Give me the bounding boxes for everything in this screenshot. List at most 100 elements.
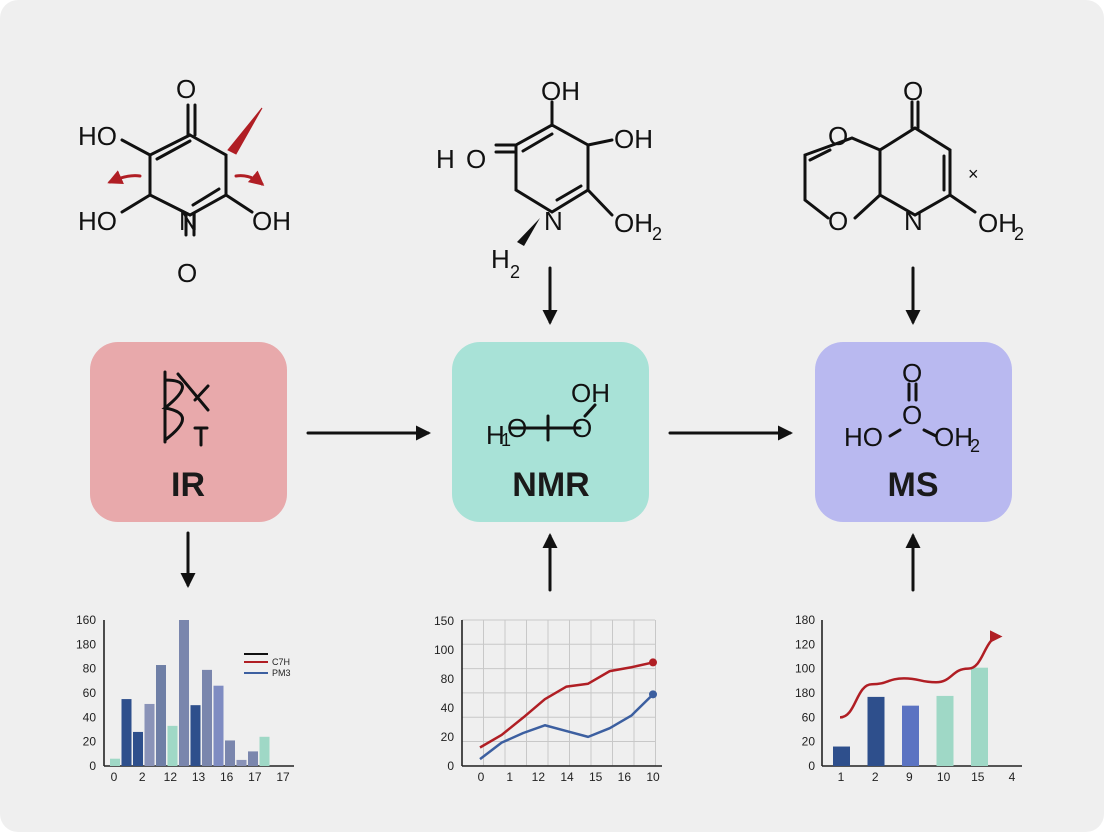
mol-middle-label: OH [614, 208, 653, 238]
x-tick-label: 10 [937, 770, 951, 784]
x-tick-label: 16 [220, 770, 234, 784]
nmr-formula: O [507, 413, 527, 443]
bar [213, 685, 224, 766]
y-tick-label: 60 [802, 710, 816, 724]
y-tick-label: 40 [441, 701, 455, 715]
mol-right-label: 2 [1014, 224, 1024, 244]
x-tick-label: 9 [906, 770, 913, 784]
series-end-point [649, 658, 657, 667]
nmr-formula: 1 [501, 430, 511, 450]
bar [936, 695, 954, 766]
ms-formula: HO [844, 422, 883, 452]
mol-right-label: O [828, 121, 848, 151]
legend-label: C7H [272, 657, 290, 667]
bar [121, 699, 132, 766]
x-tick-label: 14 [560, 770, 574, 784]
mol-middle-label: H [491, 244, 510, 274]
x-tick-label: 1 [838, 770, 845, 784]
y-tick-label: 100 [434, 643, 454, 657]
y-tick-label: 150 [434, 614, 454, 628]
mol-middle-label: O [466, 144, 486, 174]
bar [144, 703, 155, 766]
y-tick-label: 120 [795, 637, 815, 651]
mol-left-label: O [177, 258, 197, 288]
bar [110, 758, 120, 766]
ms-formula: OH [934, 422, 973, 452]
mol-left-label: HO [78, 121, 117, 151]
y-tick-label: 180 [795, 613, 815, 627]
x-tick-label: 0 [478, 770, 485, 784]
bar [248, 751, 258, 766]
y-tick-label: 80 [441, 672, 455, 686]
mol-middle-label: OH [541, 76, 580, 106]
nmr-formula: H [486, 420, 505, 450]
x-tick-label: 17 [248, 770, 262, 784]
bar [259, 736, 270, 766]
mol-right-label: O [828, 206, 848, 236]
y-tick-label: 20 [83, 735, 97, 749]
x-tick-label: 12 [164, 770, 178, 784]
nmr-formula: O [572, 413, 592, 443]
y-tick-label: 80 [83, 662, 97, 676]
y-tick-label: 0 [89, 759, 96, 773]
nmr-box: OH H 1 O O NMR [452, 342, 649, 522]
mol-right-label: OH [978, 208, 1017, 238]
x-tick-label: 17 [276, 770, 290, 784]
ms-formula: 2 [970, 436, 980, 456]
x-tick-label: 0 [111, 770, 118, 784]
bar [202, 669, 212, 766]
bar [971, 667, 988, 766]
y-tick-label: 180 [795, 686, 815, 700]
molecule-left: O HO HO N OH O [78, 74, 291, 288]
mol-left-label: OH [252, 206, 291, 236]
y-tick-label: 40 [83, 710, 97, 724]
x-tick-label: 12 [532, 770, 546, 784]
nmr-formula: OH [571, 378, 610, 408]
legend-label: PM3 [272, 668, 291, 678]
x-tick-label: 10 [646, 770, 660, 784]
mol-middle-label: 2 [510, 262, 520, 282]
mol-middle-label: 2 [652, 224, 662, 244]
molecule-middle: OH H O OH N OH 2 H 2 [436, 76, 662, 282]
bar [867, 696, 885, 766]
x-tick-label: 2 [139, 770, 146, 784]
y-tick-label: 0 [447, 759, 454, 773]
x-tick-label: 2 [872, 770, 879, 784]
ms-formula: O [902, 400, 922, 430]
mol-left-label: O [176, 74, 196, 104]
y-tick-label: 180 [76, 637, 96, 651]
y-tick-label: 100 [795, 662, 815, 676]
series-line [479, 661, 654, 749]
x-tick-label: 16 [618, 770, 632, 784]
trend-line [839, 630, 1003, 719]
series-line [479, 693, 654, 761]
x-tick-label: 1 [506, 770, 513, 784]
mol-middle-label: N [544, 206, 563, 236]
ms-formula: O [902, 358, 922, 388]
bar [133, 731, 143, 766]
ms-label: MS [888, 466, 939, 504]
x-tick-label: 4 [1009, 770, 1016, 784]
y-tick-label: 160 [76, 613, 96, 627]
bar [190, 705, 201, 766]
x-tick-label: 15 [971, 770, 985, 784]
y-tick-label: 0 [808, 759, 815, 773]
bar [902, 705, 919, 766]
mol-left-label: HO [78, 206, 117, 236]
bar [225, 740, 235, 766]
mol-right-label: N [904, 206, 923, 236]
mol-middle-label: H [436, 144, 455, 174]
ir-label: IR [171, 466, 205, 504]
bar [833, 746, 850, 766]
nmr-label: NMR [512, 466, 589, 504]
bar [236, 759, 247, 766]
mol-right-label: O [903, 76, 923, 106]
bar [156, 665, 166, 766]
mol-middle-label: OH [614, 124, 653, 154]
series-end-point [649, 690, 657, 699]
ms-box: O O HO OH 2 MS [815, 342, 1012, 522]
